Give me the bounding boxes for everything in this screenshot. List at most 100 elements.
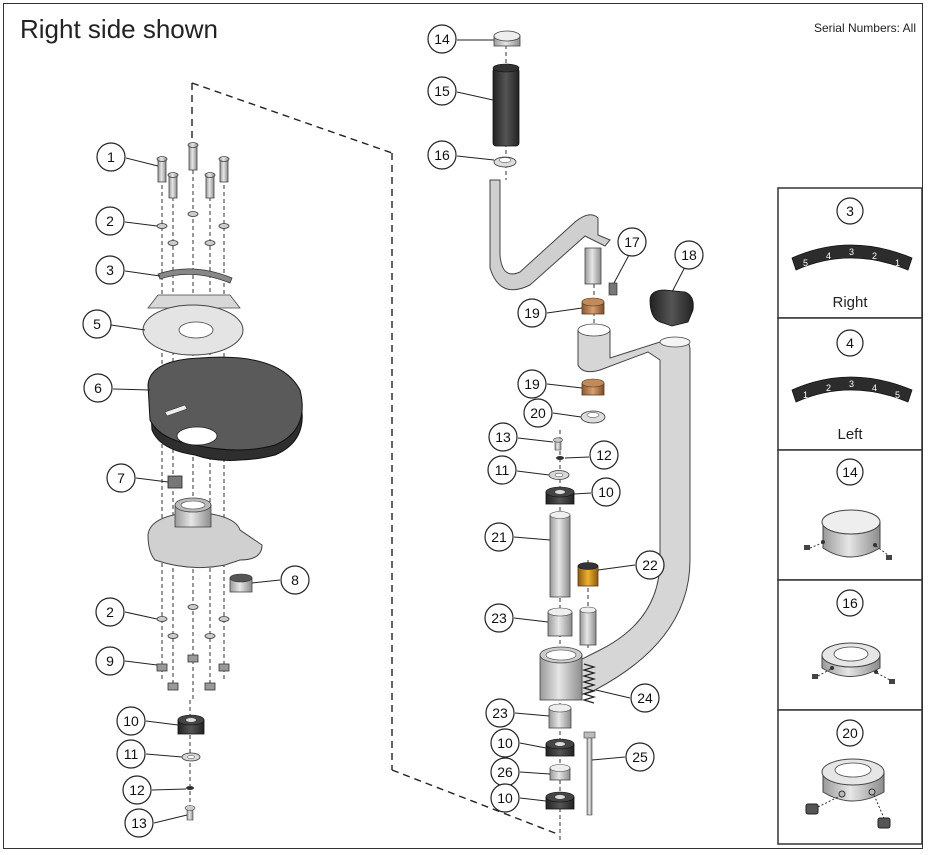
callout-bubbles: 1235678291011121314151617181919201312111… bbox=[82, 24, 704, 838]
panel-16-bubble-number: 16 bbox=[842, 595, 858, 611]
knob-part-18 bbox=[649, 289, 694, 327]
washer-part-12-right bbox=[556, 456, 564, 460]
scale-mark-3: 3 bbox=[849, 379, 854, 389]
callout-23-27-number: 23 bbox=[491, 610, 507, 626]
panel-4-label: Left bbox=[837, 426, 863, 443]
plug-part-22 bbox=[577, 562, 599, 587]
scale-mark-5: 5 bbox=[895, 390, 900, 400]
callout-26-32-number: 26 bbox=[497, 764, 513, 780]
screw-part-13-right bbox=[553, 437, 563, 451]
callout-11-10: 11 bbox=[116, 739, 146, 769]
callout-19-19-number: 19 bbox=[524, 376, 540, 392]
callout-13-21-number: 13 bbox=[495, 429, 511, 445]
callout-16-15: 16 bbox=[427, 140, 457, 170]
spacer-part-26 bbox=[549, 764, 571, 781]
screw-part-13-left bbox=[184, 805, 196, 821]
panel-20-bubble-number: 20 bbox=[842, 725, 858, 741]
pin-part-25 bbox=[583, 731, 596, 816]
callout-13-12: 13 bbox=[124, 808, 154, 838]
callout-10-30: 10 bbox=[490, 728, 520, 758]
callout-12-22-number: 12 bbox=[596, 447, 612, 463]
callout-6-4: 6 bbox=[83, 373, 113, 403]
spring-part-7 bbox=[167, 475, 183, 489]
washers-part-2-bottom bbox=[156, 604, 230, 639]
lower-bracket bbox=[147, 497, 263, 569]
callout-9-8: 9 bbox=[95, 646, 125, 676]
panel-4-bubble: 4 bbox=[836, 329, 864, 357]
callout-15-14: 15 bbox=[427, 76, 457, 106]
callout-7-5-number: 7 bbox=[117, 470, 125, 486]
callout-leaders bbox=[110, 39, 688, 824]
scale-mark-1: 1 bbox=[895, 258, 900, 268]
callout-10-33: 10 bbox=[490, 783, 520, 813]
scale-mark-2: 2 bbox=[826, 383, 831, 393]
callout-12-22: 12 bbox=[589, 440, 619, 470]
callout-2-7: 2 bbox=[95, 597, 125, 627]
set-screw-part-17 bbox=[608, 282, 618, 296]
assembly-dashed-outline bbox=[191, 82, 561, 836]
right-assembly bbox=[489, 30, 694, 840]
callout-3-2-number: 3 bbox=[106, 262, 114, 278]
callout-7-5: 7 bbox=[106, 463, 136, 493]
callout-10-24-number: 10 bbox=[598, 484, 614, 500]
bushing-part-8 bbox=[229, 573, 253, 593]
callout-18-17: 18 bbox=[674, 240, 704, 270]
panel-20-collar-detail bbox=[805, 758, 891, 829]
callout-22-26: 22 bbox=[635, 550, 665, 580]
callout-23-29-number: 23 bbox=[492, 705, 508, 721]
callout-13-21: 13 bbox=[488, 422, 518, 452]
callout-1-0-number: 1 bbox=[107, 149, 115, 165]
bearing-part-10-right-bottom bbox=[545, 791, 575, 810]
callout-19-19: 19 bbox=[517, 369, 547, 399]
callout-11-23-number: 11 bbox=[495, 462, 510, 478]
callout-15-14-number: 15 bbox=[434, 83, 450, 99]
callout-25-31: 25 bbox=[625, 742, 655, 772]
spring-part-24 bbox=[581, 663, 597, 704]
collar-part-20 bbox=[580, 410, 606, 424]
callout-10-30-number: 10 bbox=[497, 735, 513, 751]
callout-18-17-number: 18 bbox=[681, 247, 697, 263]
shaft-part-21 bbox=[549, 511, 571, 598]
scale-mark-1: 1 bbox=[803, 390, 808, 400]
scale-mark-5: 5 bbox=[803, 258, 808, 268]
washers-part-2-top bbox=[156, 211, 230, 246]
callout-13-12-number: 13 bbox=[131, 815, 147, 831]
callout-26-32: 26 bbox=[490, 757, 520, 787]
bushing-part-19-lower bbox=[581, 378, 605, 396]
plate-part-5 bbox=[142, 294, 244, 356]
callout-24-28: 24 bbox=[630, 683, 660, 713]
callout-22-26-number: 22 bbox=[642, 557, 658, 573]
bearing-part-10-right-top bbox=[545, 486, 575, 505]
washer-part-11-right bbox=[548, 470, 570, 480]
callout-5-3: 5 bbox=[82, 309, 112, 339]
nuts-part-9 bbox=[156, 654, 230, 691]
callout-23-27: 23 bbox=[484, 603, 514, 633]
bearing-part-10-left bbox=[177, 714, 205, 735]
callout-5-3-number: 5 bbox=[93, 316, 101, 332]
callout-6-4-number: 6 bbox=[94, 380, 102, 396]
panel-3-bubble: 3 bbox=[836, 197, 864, 225]
panel-14-bubble-number: 14 bbox=[842, 464, 858, 480]
panel-16-collar-detail bbox=[812, 642, 895, 684]
callout-2-1: 2 bbox=[95, 206, 125, 236]
callout-20-20-number: 20 bbox=[530, 405, 546, 421]
grip-part-15 bbox=[492, 63, 520, 147]
callout-8-6-number: 8 bbox=[291, 572, 299, 588]
screws-part-1 bbox=[156, 142, 230, 199]
left-axis-lines bbox=[161, 170, 225, 810]
spacer-part-23-lower bbox=[548, 703, 572, 729]
panel-14-bubble: 14 bbox=[836, 458, 864, 486]
scale-mark-3: 3 bbox=[849, 247, 854, 257]
cap-part-14 bbox=[493, 30, 521, 47]
callout-12-11: 12 bbox=[122, 775, 152, 805]
callout-17-16-number: 17 bbox=[624, 234, 640, 250]
left-assembly bbox=[142, 142, 303, 821]
callout-10-9: 10 bbox=[116, 706, 146, 736]
panel-3-label: Right bbox=[832, 294, 868, 311]
callout-19-18-number: 19 bbox=[524, 305, 540, 321]
callout-14-13: 14 bbox=[427, 24, 457, 54]
callout-20-20: 20 bbox=[523, 398, 553, 428]
panel-20-bubble: 20 bbox=[836, 719, 864, 747]
